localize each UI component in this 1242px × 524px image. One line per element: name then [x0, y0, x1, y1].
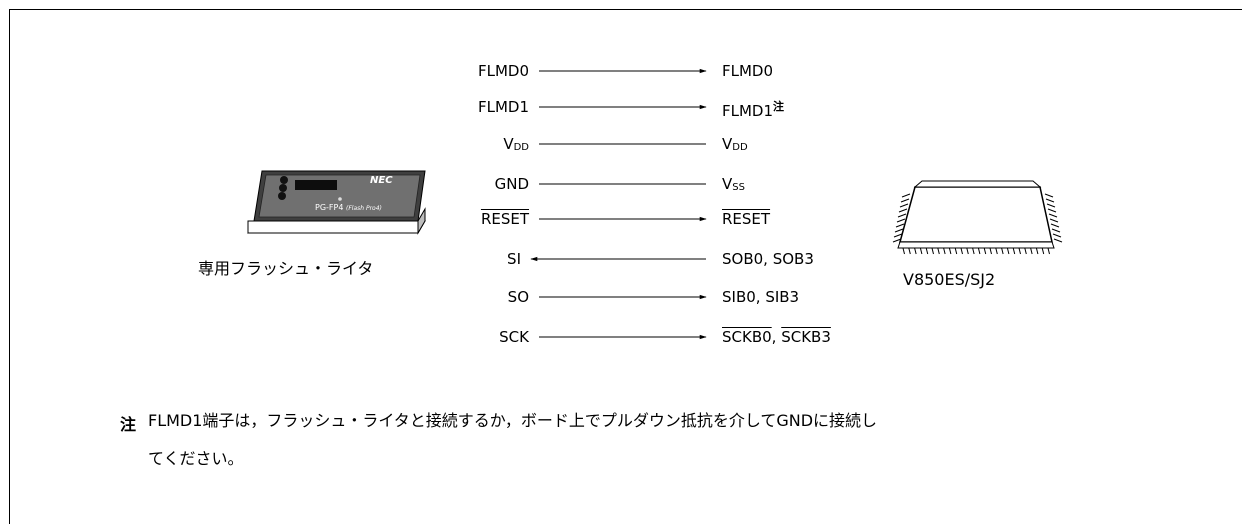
left-label-gnd: GND [494, 175, 529, 193]
chip-pin [1051, 228, 1061, 233]
right-label-sckb: SCKB0, SCKB3 [722, 328, 831, 346]
flash-writer-caption: 専用フラッシュ・ライタ [198, 259, 374, 278]
chip-pin [914, 247, 917, 255]
writer-brand: NEC [370, 175, 393, 186]
chip-pin [954, 247, 958, 255]
chip-pin [896, 218, 906, 223]
chip-pin [1024, 247, 1027, 255]
left-label-sck: SCK [499, 328, 529, 346]
right-label-sib: SIB0, SIB3 [722, 288, 800, 306]
left-label-vdd: VDD [503, 135, 529, 153]
left-label-so: SO [507, 288, 529, 306]
chip-pin [908, 247, 911, 255]
chip-caption: V850ES/SJ2 [903, 270, 996, 289]
chip-pin [966, 247, 969, 255]
right-label-sob: SOB0, SOB3 [722, 250, 814, 268]
right-label-flmd0: FLMD0 [722, 62, 774, 80]
chip-pin [1006, 247, 1010, 255]
chip-pin [995, 247, 998, 255]
left-label-flmd1: FLMD1 [477, 98, 529, 116]
chip-pin [895, 223, 905, 228]
led-1 [280, 176, 288, 184]
chip-pin [1001, 247, 1004, 255]
left-label-flmd0: FLMD0 [477, 62, 529, 80]
chip-pin [892, 238, 902, 243]
left-label-si: SI [507, 250, 521, 268]
chip-pin [960, 247, 963, 255]
chip-pin [898, 208, 908, 213]
note-line-2: てください。 [148, 449, 244, 468]
note-mark: 注 [120, 415, 137, 434]
chip-pin [1047, 208, 1057, 213]
chip-pin [948, 247, 952, 255]
chip-pin [1044, 193, 1054, 198]
chip-pin [977, 247, 981, 255]
chip-package [892, 180, 1063, 255]
chip-pin [931, 247, 934, 255]
chip-pin [972, 247, 975, 255]
led-2 [279, 184, 287, 192]
chip-pin [1035, 247, 1039, 255]
chip-pin [894, 228, 904, 233]
chip-pin [899, 203, 909, 208]
chip-pin [1046, 203, 1056, 208]
left-label-reset: RESET [480, 210, 529, 228]
chip-pin [925, 247, 929, 255]
chip-pin [1049, 218, 1059, 223]
chip-pin [900, 198, 910, 203]
flash-writer-device [247, 170, 426, 235]
chip-pin [1045, 198, 1055, 203]
note-ref: 注 [773, 100, 785, 113]
figure-frame [9, 9, 1242, 524]
chip-pin [1030, 247, 1033, 255]
chip-pin [943, 247, 946, 255]
right-label-reset: RESET [722, 210, 771, 228]
right-label-vdd: VDD [722, 135, 748, 153]
chip-pin [893, 233, 903, 238]
led-3 [278, 192, 286, 200]
chip-pin [1052, 233, 1062, 238]
right-label-flmd1: FLMD1注 [722, 100, 785, 120]
chip-pin [1047, 247, 1050, 255]
chip-pin [1018, 247, 1021, 255]
writer-model: PG-FP4 (Flash Pro4) [315, 203, 382, 212]
chip-pin [897, 213, 907, 218]
chip-pin [919, 247, 923, 255]
chip-pin [937, 247, 940, 255]
chip-pin [902, 247, 905, 255]
chip-pin [1048, 213, 1058, 218]
chip-pin [989, 247, 992, 255]
chip-pin [1050, 223, 1060, 228]
chip-pin [983, 247, 987, 255]
right-label-vss: VSS [722, 175, 745, 193]
chip-pin [901, 193, 911, 198]
chip-pin [1053, 238, 1063, 243]
note-line-1: FLMD1端子は，フラッシュ・ライタと接続するか，ボード上でプルダウン抵抗を介し… [148, 411, 878, 430]
chip-pin [1012, 247, 1016, 255]
logo-dot [338, 197, 342, 201]
chip-pin [1041, 247, 1045, 255]
